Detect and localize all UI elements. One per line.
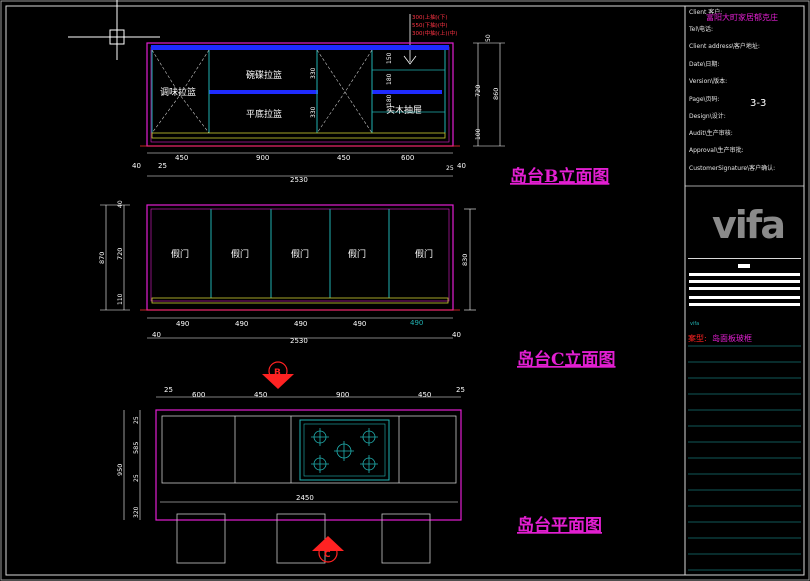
dim-plan-left-5: 320 (133, 506, 140, 518)
elevation-b: 调味拉篮 碗碟拉篮 平底拉篮 实木抽屉 330 330 150 180 180 … (132, 34, 609, 187)
section-marker-b-label: B (274, 368, 281, 378)
dim-right-4: 100 (475, 128, 482, 140)
dim-plan-left-1: 950 (116, 464, 124, 476)
door-label-4: 假门 (348, 248, 366, 260)
countertop-top-bar (151, 45, 449, 50)
dim-inner-2: 330 (310, 106, 317, 118)
signature-label: CustomerSignature\客户确认: (689, 164, 775, 172)
dim-b-bottom-2: 900 (256, 154, 269, 162)
island-countertop (155, 409, 462, 521)
dim-c-total: 2530 (290, 337, 308, 345)
dim-inner-3: 150 (386, 52, 393, 64)
label-bowl-basket: 碗碟拉篮 (246, 69, 282, 81)
title-block: Client 客户: 富阳大町家居郁克庄 Tel\电话: Client addr… (684, 5, 805, 576)
dim-plan-left-3: 25 (133, 474, 140, 482)
dim-c-bottom-5: 490 (410, 319, 423, 327)
vifa-small-label: vifa (690, 321, 699, 327)
legend-note-2: 550(下抽)(中) (412, 21, 448, 29)
dim-plan-top-5: 450 (418, 391, 431, 399)
dim-c-left-2: 720 (116, 248, 124, 260)
dim-c-left-1: 870 (98, 252, 106, 264)
door-label-2: 假门 (231, 248, 249, 260)
dim-c-right: 830 (461, 254, 469, 266)
plan-title: 岛台平面图 (517, 515, 602, 536)
dim-b-bottom-3: 450 (337, 154, 350, 162)
audit-label: Audit\生产审核: (689, 129, 733, 137)
dim-c-left-4: 40 (117, 200, 124, 208)
page-label: Page\页码: (689, 95, 720, 103)
plan-view: B 25 600 450 900 450 25 2450 (116, 361, 602, 564)
door-label-5: 假门 (415, 248, 433, 260)
dim-c-bottom-3: 490 (294, 320, 307, 328)
model-label: 案型: (688, 333, 707, 343)
dim-b-side-4: 25 (446, 165, 454, 172)
model-value: 岛面板玻框 (712, 333, 752, 343)
crosshair-cursor[interactable] (68, 0, 160, 60)
dim-b-side-2: 25 (158, 162, 167, 170)
dim-b-bottom-1: 450 (175, 154, 188, 162)
dim-b-side-1: 40 (132, 162, 141, 170)
legend-note-3: 300(中抽)(上)(中) (412, 29, 457, 37)
door-label-1: 假门 (171, 248, 189, 260)
dim-c-bottom-4: 490 (353, 320, 366, 328)
dim-c-side-2: 40 (452, 331, 461, 339)
dim-inner-5: 180 (386, 94, 393, 106)
dim-plan-top-1: 25 (164, 386, 173, 394)
bar-stool-3 (381, 513, 431, 564)
approval-label: Approval\生产审批: (689, 146, 744, 154)
dim-inner-1: 330 (310, 67, 317, 79)
client-label: Client 客户: (689, 8, 722, 16)
page-value: 3-3 (750, 98, 766, 109)
address-label: Client address\客户地址: (689, 42, 760, 50)
gas-hob (299, 419, 390, 481)
dim-plan-top-4: 900 (336, 391, 349, 399)
section-marker-b[interactable]: B (262, 361, 294, 389)
label-seasoning-basket: 调味拉篮 (160, 86, 196, 98)
dim-plan-top-6: 25 (456, 386, 465, 394)
legend-notes: 300(上抽)(下) 550(下抽)(中) 300(中抽)(上)(中) (403, 13, 457, 65)
elevation-c-title: 岛台C立面图 (517, 349, 616, 370)
section-marker-c[interactable]: C (312, 536, 344, 563)
elevation-b-title: 岛台B立面图 (510, 166, 609, 187)
bar-stool-1 (176, 513, 226, 564)
label-drawer: 实木抽屉 (386, 104, 422, 116)
dim-right-1: 50 (485, 34, 492, 42)
dim-plan-top-2: 600 (192, 391, 205, 399)
bar-stool-2 (276, 513, 326, 564)
dim-plan-top-3: 450 (254, 391, 267, 399)
door-label-3: 假门 (291, 248, 309, 260)
client-value: 富阳大町家居郁克庄 (706, 12, 778, 22)
dim-b-total: 2530 (290, 176, 308, 184)
dim-plan-left-4: 25 (133, 416, 140, 424)
elevation-c: 假门 假门 假门 假门 假门 870 720 110 40 830 490 49… (98, 200, 616, 370)
section-marker-c-label: C (324, 550, 331, 560)
tel-label: Tel\电话: (688, 25, 713, 33)
date-label: Date\日期: (689, 60, 719, 68)
dim-plan-left-2: 585 (132, 442, 140, 454)
dim-c-bottom-2: 490 (235, 320, 248, 328)
legend-note-1: 300(上抽)(下) (412, 13, 448, 21)
dim-right-2: 720 (474, 85, 482, 97)
dim-c-side-1: 40 (152, 331, 161, 339)
vifa-logo: vifa (712, 203, 784, 247)
dim-b-side-3: 40 (457, 162, 466, 170)
dim-inner-4: 180 (386, 73, 393, 85)
design-label: Design\设计: (689, 112, 726, 120)
label-plate-basket: 平底拉篮 (246, 108, 282, 120)
dim-c-left-3: 110 (117, 293, 124, 305)
shelf-bar-mid (209, 90, 318, 94)
dim-c-bottom-1: 490 (176, 320, 189, 328)
dim-right-3: 860 (492, 88, 500, 100)
version-label: Version\版本: (689, 77, 727, 85)
dim-b-bottom-4: 600 (401, 154, 414, 162)
dim-plan-total: 2450 (296, 494, 314, 502)
